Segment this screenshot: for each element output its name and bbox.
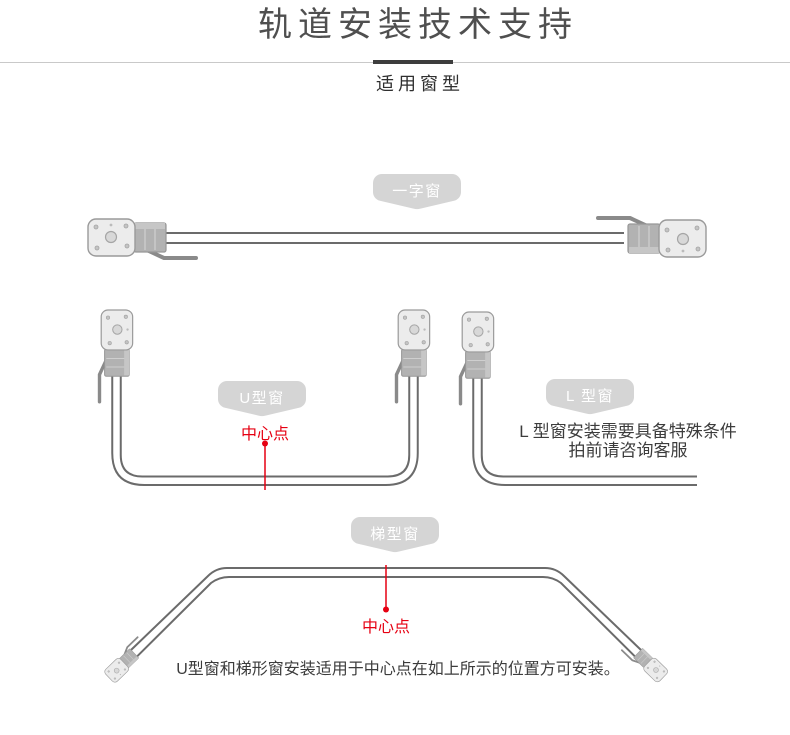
badge-u-window-label: U型窗 [239, 389, 284, 407]
section-divider-accent [373, 60, 453, 64]
motor-unit [86, 217, 198, 260]
center-point-dot-trapezoid [383, 606, 389, 613]
motor-unit [394, 308, 432, 404]
badge-l-window: L 型窗 [545, 379, 635, 415]
l-track-diagram [458, 310, 697, 486]
badge-trapezoid-window-label: 梯型窗 [370, 525, 420, 543]
badge-straight-window: 一字窗 [372, 174, 462, 210]
center-point-dot-u [262, 440, 268, 447]
badge-u-window: U型窗 [217, 381, 307, 417]
motor-unit [97, 308, 135, 404]
badge-straight-window-label: 一字窗 [392, 182, 442, 200]
badge-trapezoid-window: 梯型窗 [350, 517, 440, 553]
l-window-note-line2: 拍前请咨询客服 [568, 441, 688, 460]
page-title: 轨道安装技术支持 [258, 6, 578, 44]
install-note: U型窗和梯形窗安装适用于中心点在如上所示的位置方可安装。 [176, 661, 620, 678]
center-point-label-trapezoid: 中心点 [361, 619, 410, 636]
straight-track-diagram [86, 216, 708, 260]
l-window-note-line1: L 型窗安装需要具备特殊条件 [519, 422, 737, 441]
trapezoid-track-diagram [101, 565, 670, 685]
badge-l-window-label: L 型窗 [566, 387, 614, 405]
center-point-label-u: 中心点 [240, 426, 289, 443]
u-track-diagram [97, 308, 432, 490]
motor-unit [596, 216, 708, 259]
motor-unit [458, 310, 496, 406]
page-subtitle: 适用窗型 [376, 74, 464, 94]
